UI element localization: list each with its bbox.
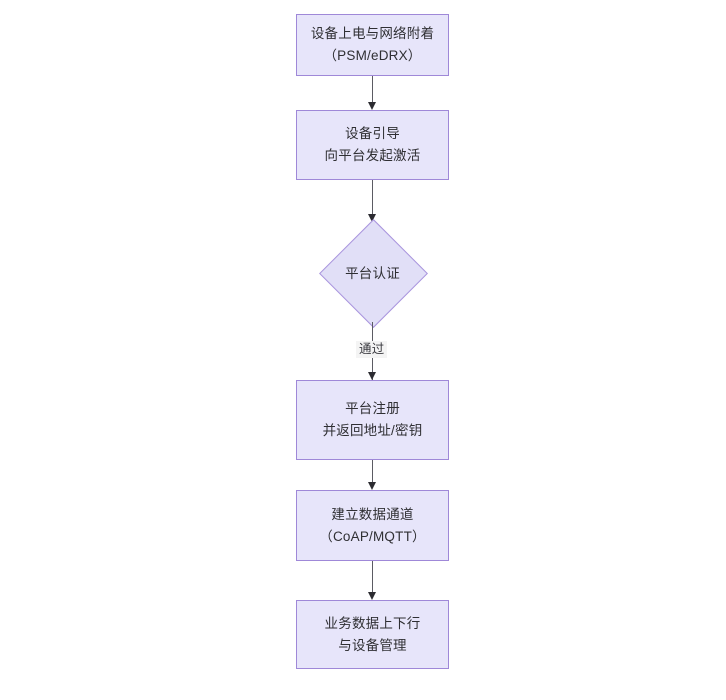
edge-label-pass: 通过 (356, 341, 388, 358)
node-line-1: 建立数据通道 (331, 506, 414, 522)
arrowhead-power-on-to-bootstrap (367, 102, 376, 110)
node-line-2: 向平台发起激活 (324, 148, 421, 163)
node-line-2: 与设备管理 (338, 637, 407, 653)
flow-node-power-on[interactable]: 设备上电与网络附着 （PSM/eDRX） (296, 14, 449, 76)
node-line-1: 设备引导 (345, 126, 400, 142)
connector-data-channel-to-service-data (372, 561, 374, 593)
connector-bootstrap-to-platform-auth (372, 180, 374, 215)
flow-node-platform-register[interactable]: 平台注册 并返回地址/密钥 (296, 380, 449, 460)
node-line-2: 并返回地址/密钥 (322, 423, 423, 438)
flow-node-data-channel[interactable]: 建立数据通道 （CoAP/MQTT） (296, 490, 449, 561)
arrowhead-data-channel-to-service-data (367, 592, 376, 600)
node-line-2: （CoAP/MQTT） (319, 528, 426, 544)
node-line-1: 平台认证 (345, 266, 400, 281)
node-line-1: 业务数据上下行 (324, 615, 421, 631)
flow-node-service-data[interactable]: 业务数据上下行 与设备管理 (296, 600, 449, 669)
arrowhead-platform-register-to-data-channel (367, 482, 376, 490)
arrowhead-bootstrap-to-platform-auth (367, 214, 376, 222)
node-line-2: （PSM/eDRX） (323, 48, 422, 63)
flow-node-bootstrap[interactable]: 设备引导 向平台发起激活 (296, 110, 449, 180)
connector-power-on-to-bootstrap (372, 76, 374, 103)
flow-node-platform-auth[interactable]: 平台认证 (319, 218, 428, 328)
arrowhead-platform-auth-to-platform-register (367, 372, 376, 380)
node-line-1: 设备上电与网络附着 (310, 26, 435, 42)
node-line-1: 平台注册 (345, 401, 400, 417)
connector-platform-register-to-data-channel (372, 460, 374, 483)
